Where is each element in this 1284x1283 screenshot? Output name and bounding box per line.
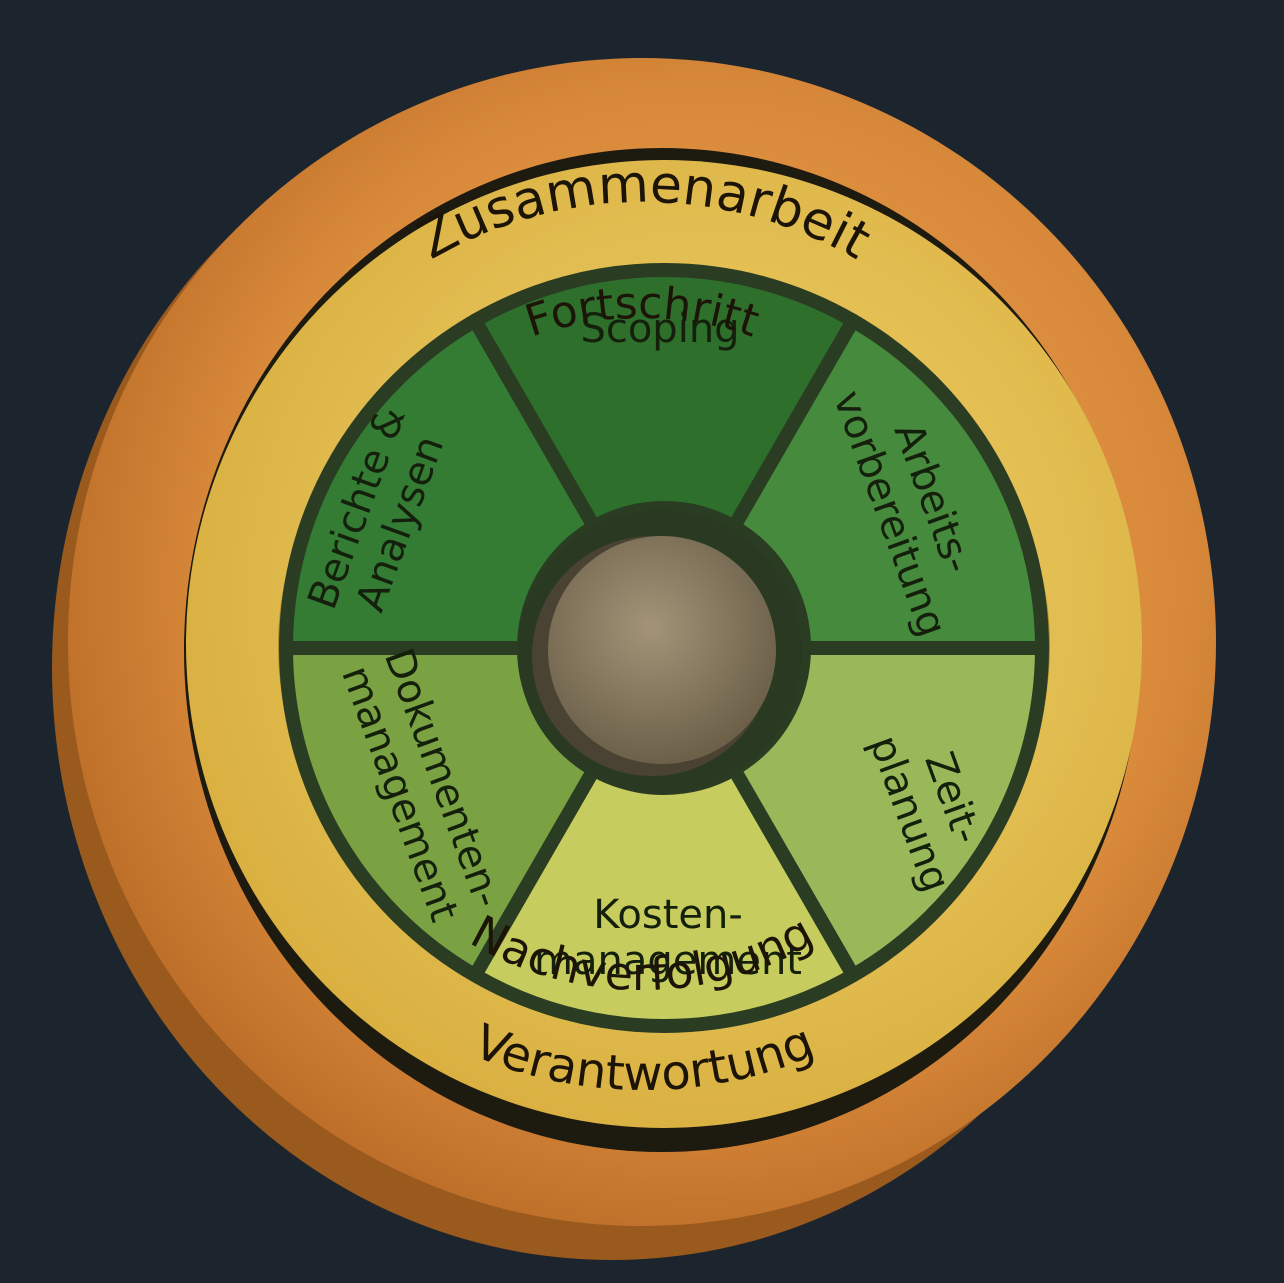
segment-label-line: management [534, 938, 802, 984]
segment-scoping [468, 263, 860, 534]
segment-label-line: Kosten- [593, 892, 743, 938]
segment-label-scoping: Scoping [580, 306, 739, 352]
segment-label-zeitplanung: Zeit-planung [860, 714, 1002, 898]
segment-label-kostenmanagement: Kosten-management [534, 892, 802, 984]
segment-arbeitsvorbereitung [727, 313, 1049, 655]
hub [548, 536, 776, 764]
segment-label-line: Scoping [580, 306, 739, 352]
